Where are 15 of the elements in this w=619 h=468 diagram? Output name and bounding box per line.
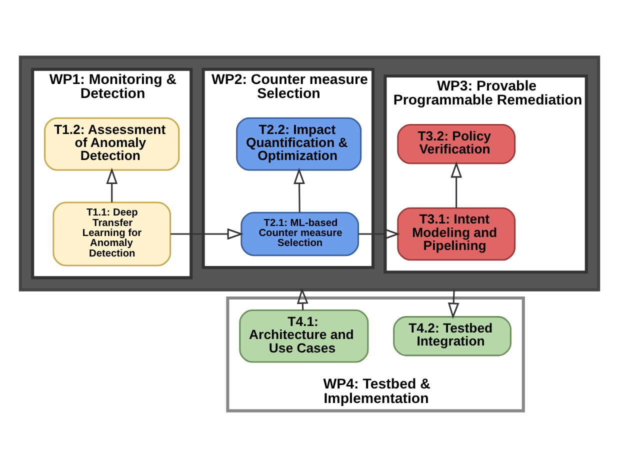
- node-box: T4.1: Architecture and Use Cases: [239, 309, 369, 363]
- arrow: [170, 228, 244, 240]
- node-box: T2.2: Impact Quantification & Optimization: [236, 117, 362, 171]
- arrow: [448, 290, 460, 320]
- cluster: [18, 56, 600, 292]
- arrow: [294, 168, 305, 212]
- arrow: [106, 168, 118, 202]
- arrow: [358, 228, 400, 240]
- node-box: T3.2: Policy Verification: [397, 124, 516, 164]
- arrow: [450, 161, 462, 208]
- node-box: T3.1: Intent Modeling and Pipelining: [397, 207, 516, 261]
- node-box: T2.1: ML-based Counter measure Selection: [240, 212, 360, 256]
- node-box: T4.2: Testbed Integration: [393, 316, 512, 356]
- node-box: T1.2: Assessment of Anomaly Detection: [44, 117, 180, 171]
- node-box: T1.1: Deep Transfer Learning for Anomaly Detection: [52, 202, 172, 266]
